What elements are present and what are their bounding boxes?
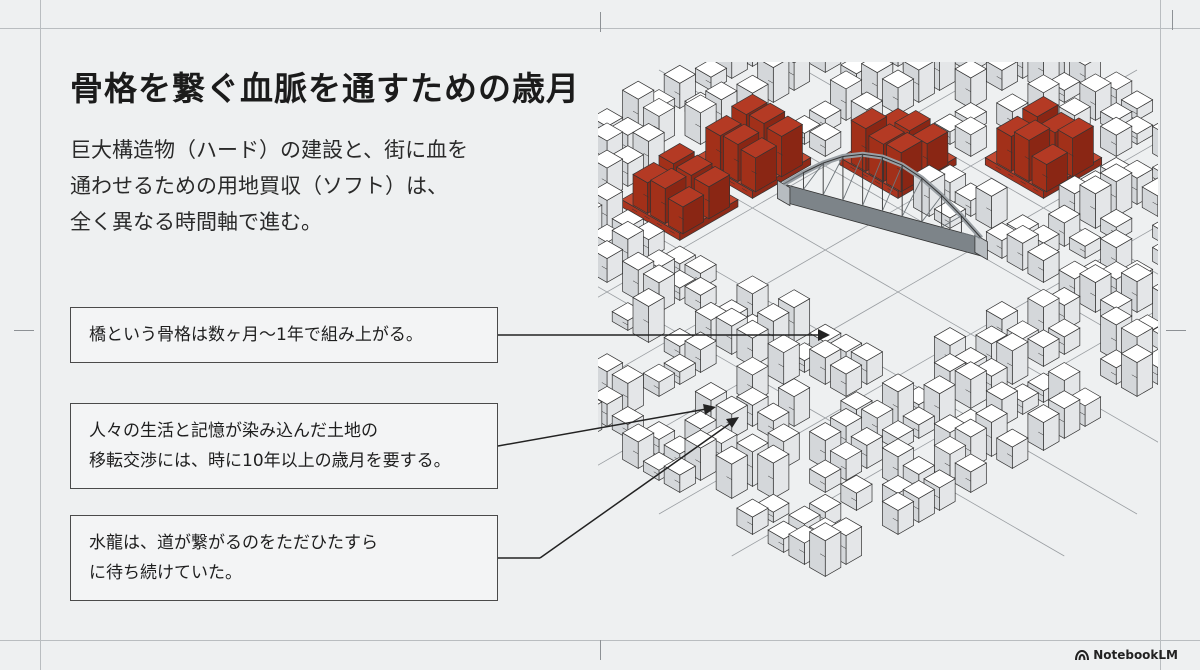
- bridge-strut: [842, 154, 864, 201]
- house-block: [1027, 242, 1060, 284]
- house-block: [1027, 329, 1060, 368]
- house-block: [808, 459, 842, 494]
- house-block: [954, 361, 988, 410]
- house-block: [809, 62, 842, 74]
- house-block: [1151, 283, 1158, 325]
- house-block: [1151, 221, 1158, 241]
- house-block: [1068, 227, 1102, 260]
- house-block: [1141, 177, 1158, 218]
- house-block: [684, 94, 717, 146]
- house-block: [715, 445, 749, 500]
- callout-bridge-framework: 橋という骨格は数ヶ月〜1年で組み上がる。: [70, 307, 498, 363]
- frame-tick: [600, 640, 601, 660]
- frame-tick: [1166, 330, 1186, 331]
- house-block: [954, 453, 988, 494]
- house-block: [840, 474, 873, 512]
- house-block: [736, 498, 769, 536]
- callout-water-dragon: 水龍は、道が繋がるのをただひたすら に待ち続けていた。: [70, 515, 498, 601]
- frame-left-line: [40, 0, 41, 670]
- lead-paragraph: 巨大構造物（ハード）の建設と、街に血を 通わせるための用地買収（ソフト）は、 全…: [70, 132, 550, 240]
- house-block: [598, 240, 624, 284]
- house-block: [757, 444, 790, 500]
- house-block: [736, 319, 769, 368]
- callout-land-negotiation: 人々の生活と記憶が染み込んだ土地の 移転交渉には、時に10年以上の歳月を要する。: [70, 403, 498, 489]
- lead-line: 通わせるための用地買収（ソフト）は、: [70, 174, 448, 198]
- callout-line: 移転交渉には、時に10年以上の歳月を要する。: [89, 451, 451, 471]
- lead-line: 巨大構造物（ハード）の建設と、街に血を: [70, 138, 469, 162]
- house-block: [1151, 122, 1158, 157]
- bridge-pier: [777, 179, 791, 207]
- red-house: [1031, 143, 1069, 193]
- callout-line: 人々の生活と記憶が染み込んだ土地の: [89, 421, 378, 441]
- bridge-pier: [974, 233, 988, 261]
- brand-logo: NotebookLM: [1075, 648, 1178, 662]
- house-block: [850, 427, 884, 470]
- house-block: [632, 288, 665, 344]
- callout-line: 水龍は、道が繋がるのをただひたすら: [89, 533, 378, 553]
- house-block: [985, 62, 1018, 92]
- callout-line: に待ち続けていた。: [89, 563, 242, 583]
- house-block: [996, 428, 1029, 470]
- house-block: [611, 365, 645, 416]
- bridge-strut: [783, 172, 804, 185]
- house-block: [642, 363, 676, 398]
- house-block: [1120, 344, 1154, 398]
- house-block: [1099, 116, 1133, 158]
- house-block: [767, 334, 800, 386]
- bridge-strut: [901, 177, 923, 217]
- building-blocks: [598, 62, 1158, 578]
- house-block: [954, 62, 988, 110]
- lead-line: 全く異なる時間軸で進む。: [70, 210, 322, 234]
- steel-arch-bridge: [777, 151, 988, 261]
- house-block: [808, 522, 842, 578]
- red-house: [740, 137, 778, 193]
- house-block: [1151, 243, 1158, 265]
- red-house: [667, 186, 705, 235]
- house-block: [923, 469, 956, 512]
- frame-tick: [14, 330, 34, 331]
- bridge-strut: [862, 156, 883, 206]
- notebooklm-logo-icon: [1075, 649, 1090, 660]
- house-block: [1079, 264, 1112, 314]
- house-block: [1027, 74, 1060, 116]
- house-block: [881, 69, 915, 116]
- house-block: [663, 353, 697, 386]
- house-block: [757, 62, 790, 104]
- bridge-strut: [822, 156, 844, 196]
- isometric-city-illustration: [598, 62, 1158, 578]
- frame-tick: [600, 12, 601, 32]
- frame-right-line: [1160, 0, 1161, 670]
- house-block: [996, 332, 1029, 386]
- bridge-strut: [921, 195, 943, 223]
- house-block: [694, 62, 728, 92]
- frame-tick: [1172, 10, 1173, 30]
- brand-name: NotebookLM: [1093, 648, 1178, 662]
- bridge-strut: [803, 162, 824, 190]
- bridge-strut: [961, 232, 982, 239]
- house-block: [902, 406, 936, 440]
- house-block: [1120, 263, 1154, 314]
- house-block: [1027, 404, 1060, 452]
- house-block: [881, 373, 915, 428]
- callout-line: 橋という骨格は数ヶ月〜1年で組み上がる。: [89, 325, 423, 345]
- house-block: [808, 122, 842, 158]
- house-block: [975, 177, 1008, 230]
- bridge-strut: [941, 215, 962, 228]
- house-block: [881, 492, 915, 536]
- bridge-strut: [881, 164, 903, 212]
- page-title: 骨格を繋ぐ血脈を通すための歳月: [70, 69, 580, 108]
- house-block: [954, 116, 988, 158]
- house-block: [923, 375, 956, 428]
- house-block: [829, 355, 863, 398]
